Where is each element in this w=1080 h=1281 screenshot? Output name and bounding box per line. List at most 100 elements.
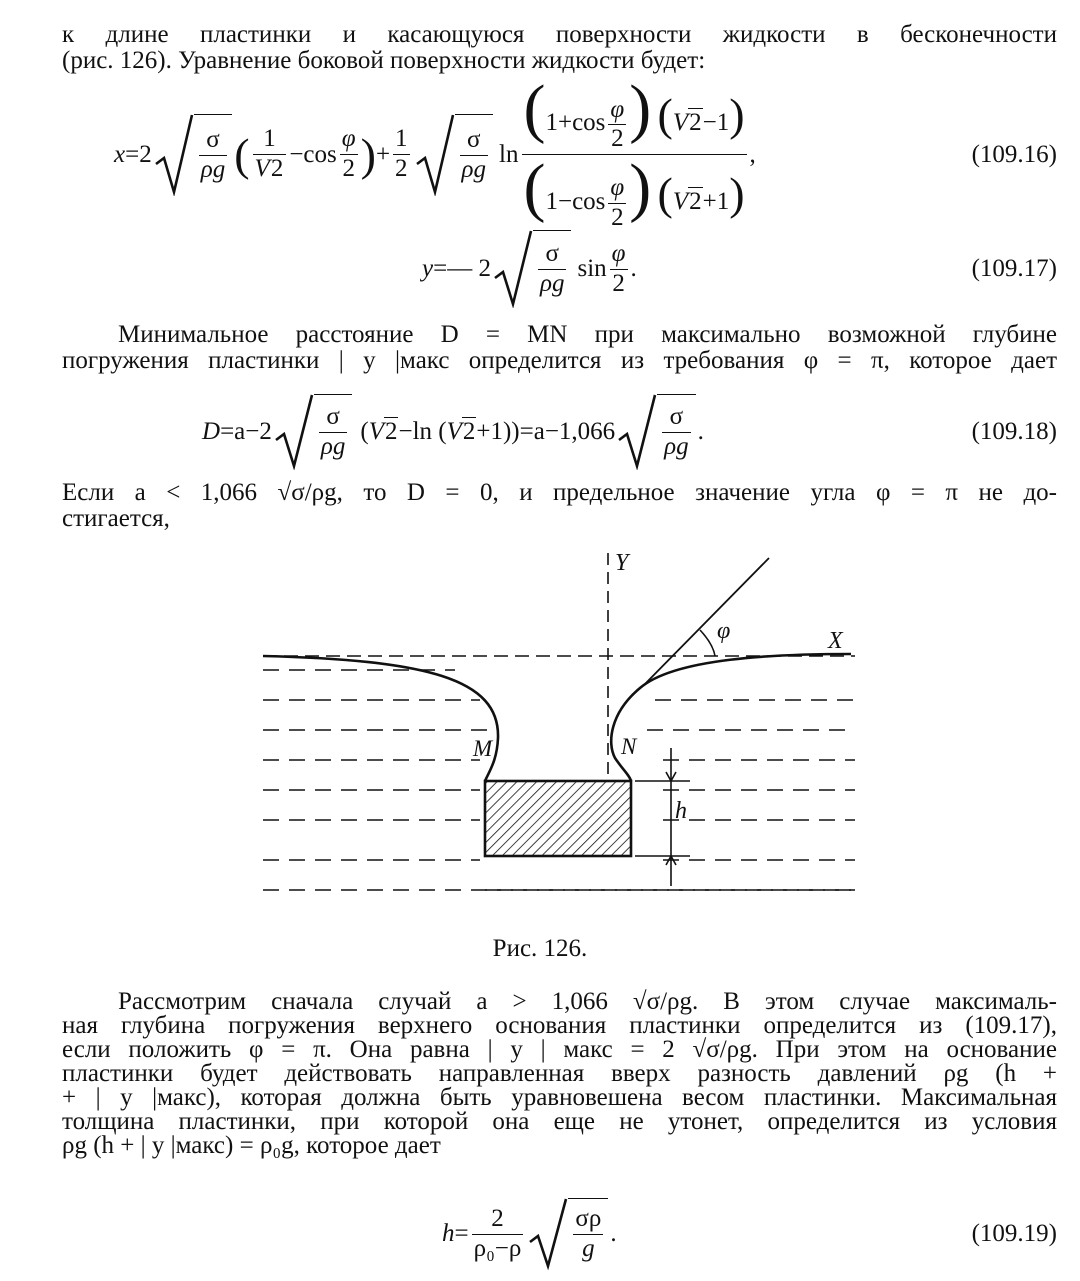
denominator: V2 [254, 154, 285, 182]
denominator: 2 [342, 155, 355, 182]
fraction: σ ρg [662, 403, 691, 462]
eq-lhs: D [202, 418, 221, 445]
radical: σ ρg [154, 113, 233, 196]
paren: ( [234, 128, 250, 180]
text-line: (рис. 126). Уравнение боковой поверхност… [62, 47, 706, 74]
numerator: σ [669, 403, 684, 431]
figure-caption: Рис. 126. [492, 935, 588, 962]
minus-cos: −cos [289, 140, 337, 168]
paren: ( [360, 418, 369, 445]
liquid-dashes-left [263, 669, 855, 891]
text-line: Если a < 1,066 √σ/ρg, то D = 0, и предел… [62, 479, 1057, 506]
text-line: погружения пластинки | y |макс определит… [62, 347, 1057, 374]
angle-arc [699, 629, 716, 657]
text-line: если положить φ = π. Она равна | y | мак… [62, 1036, 1057, 1063]
eq-sign: = [454, 1220, 469, 1247]
equation-number: (109.18) [971, 418, 1057, 445]
equation-number: (109.16) [971, 140, 1057, 168]
denominator: 2 [612, 269, 625, 297]
equation-body: y =— 2 σ ρg sin φ 2 . [62, 230, 972, 308]
eq-rhs: =— 2 [433, 255, 491, 282]
numerator: 1 [263, 125, 276, 153]
fraction: 1 2 [393, 125, 410, 184]
denominator: ρg [320, 433, 346, 460]
right-surface-curve [609, 652, 852, 782]
intro-paragraph: к длине пластинки и касающуюся поверхнос… [62, 22, 1057, 74]
label-m: M [472, 736, 494, 761]
radical-sign-icon [494, 230, 533, 308]
radical-body: σ ρg [313, 394, 353, 470]
eq-lhs: h [442, 1220, 455, 1247]
denominator: ρ₀−ρ [473, 1234, 522, 1262]
eq-lhs: x [114, 140, 126, 168]
denominator: ρg [664, 433, 689, 460]
fraction: 2 ρ₀−ρ [471, 1204, 524, 1264]
sin-operator: sin [577, 255, 607, 282]
fraction: σ ρg [198, 125, 228, 185]
period: . [610, 1220, 617, 1247]
radical: σ ρg [493, 230, 572, 308]
equation-body: x = 2 σ ρg ( 1 V2 −cos φ 2 [62, 76, 972, 232]
radical-sign-icon [415, 114, 454, 196]
text-line: толщина пластинки, при которой она еще н… [62, 1108, 1057, 1135]
label-h: h [675, 798, 687, 824]
plus-sign: + [375, 140, 391, 168]
eq-rhs: =a−2 [220, 418, 272, 445]
eq-sign: = [125, 140, 140, 168]
label-n: N [620, 734, 638, 759]
equation-109-18: D =a−2 σ ρg ( V2 −ln ( V2 +1))=a−1,066 [62, 392, 1057, 472]
radical: σρ g [528, 1198, 609, 1270]
plate [483, 779, 633, 858]
equation-109-16: x = 2 σ ρg ( 1 V2 −cos φ 2 [62, 76, 1057, 231]
text-line: к длине пластинки и касающуюся поверхнос… [62, 21, 1057, 48]
fraction: σρ g [573, 1205, 604, 1264]
ln-operator: ln [499, 140, 519, 168]
radical-sign-icon [154, 114, 193, 196]
radical-sign-icon [618, 394, 657, 470]
equation-109-19: h = 2 ρ₀−ρ σρ g . (109.19) [62, 1196, 1057, 1272]
numerator: φ [341, 125, 356, 153]
radical-body: σ ρg [454, 113, 494, 196]
comma: , [749, 140, 756, 168]
numerator: 2 [491, 1204, 504, 1232]
text-line: Минимальное расстояние D = MN при максим… [118, 321, 1057, 348]
numerator: φ [611, 239, 626, 267]
tangent-line [642, 557, 770, 687]
min-distance-paragraph: Минимальное расстояние D = MN при максим… [62, 322, 1057, 374]
period: . [630, 255, 637, 282]
numerator: 1 [395, 125, 408, 153]
fraction: σ ρg [318, 403, 348, 462]
denominator: ρg [461, 155, 487, 183]
sqrt-two: V2 [368, 417, 399, 445]
label-phi: φ [717, 618, 730, 644]
text-line: Рассмотрим сначала случай a > 1,066 √σ/ρ… [118, 988, 1057, 1015]
fraction: 1 V2 [252, 125, 287, 184]
label-y: Y [615, 550, 631, 576]
numerator: σ [467, 125, 481, 153]
denominator: ρg [200, 155, 226, 183]
fraction: φ 2 [609, 239, 628, 299]
equation-109-17: y =— 2 σ ρg sin φ 2 . (109.17) [62, 228, 1057, 310]
equation-number: (109.17) [971, 255, 1057, 282]
fraction: φ 2 [339, 125, 358, 184]
condition-paragraph: Если a < 1,066 √σ/ρg, то D = 0, и предел… [62, 480, 1057, 532]
numerator: σ [206, 125, 220, 153]
equation-body: D =a−2 σ ρg ( V2 −ln ( V2 +1))=a−1,066 [62, 394, 972, 470]
max-thickness-paragraph: Рассмотрим сначала случай a > 1,066 √σ/ρ… [62, 988, 1057, 1158]
left-surface-curve [262, 654, 500, 782]
radical-sign-icon [529, 1198, 568, 1270]
sqrt-two: V2 [446, 417, 477, 445]
paren: ) [360, 128, 376, 180]
radical-sign-icon [275, 394, 314, 470]
ln-part: −ln ( [398, 418, 447, 445]
label-x: X [827, 628, 844, 654]
liquid-dashes-right [485, 699, 855, 891]
text-line: + | y |макс), которая должна быть уравно… [62, 1084, 1057, 1111]
equation-number: (109.19) [971, 1220, 1057, 1247]
radical-body: σ ρg [532, 230, 572, 308]
equation-body: h = 2 ρ₀−ρ σρ g . [62, 1198, 972, 1270]
dimension-h [635, 748, 690, 886]
